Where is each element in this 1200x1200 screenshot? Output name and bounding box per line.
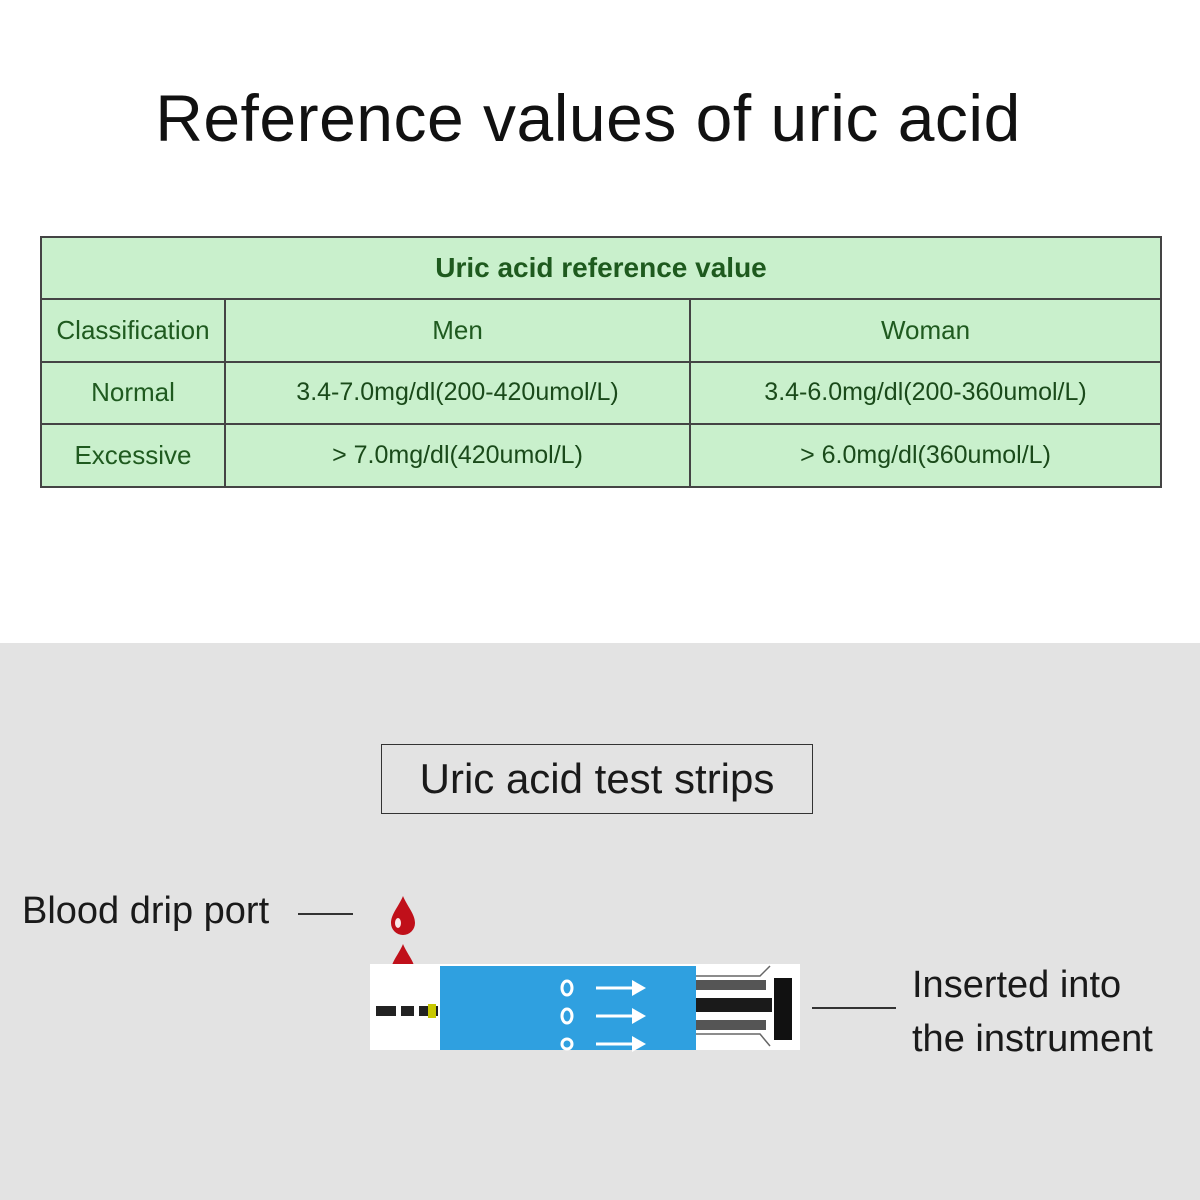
cell-normal-men: 3.4-7.0mg/dl(200-420umol/L) xyxy=(224,360,691,426)
cell-excessive-woman: > 6.0mg/dl(360umol/L) xyxy=(689,423,1162,488)
blood-drip-port-label: Blood drip port xyxy=(22,890,270,932)
table-caption: Uric acid reference value xyxy=(40,236,1162,300)
row-label-excessive: Excessive xyxy=(40,423,226,488)
bottom-section xyxy=(0,643,1200,1200)
strip-section-title: Uric acid test strips xyxy=(381,744,813,814)
header-woman: Woman xyxy=(689,298,1162,363)
header-classification: Classification xyxy=(40,298,226,363)
cell-normal-woman: 3.4-6.0mg/dl(200-360umol/L) xyxy=(689,360,1162,426)
right-callout-line xyxy=(812,1007,896,1009)
test-strip-image xyxy=(370,964,800,1052)
table-row: Excessive > 7.0mg/dl(420umol/L) > 6.0mg/… xyxy=(40,423,1162,488)
row-label-normal: Normal xyxy=(40,360,226,426)
left-callout-line xyxy=(298,913,353,915)
page-title: Reference values of uric acid xyxy=(155,81,1021,155)
table-header-row: Classification Men Woman xyxy=(40,298,1162,363)
reference-table: Uric acid reference value Classification… xyxy=(40,236,1162,488)
header-men: Men xyxy=(224,298,691,363)
inserted-label-line2: the instrument xyxy=(912,1018,1153,1060)
top-section: Reference values of uric acid Uric acid … xyxy=(40,81,1162,488)
table-row: Normal 3.4-7.0mg/dl(200-420umol/L) 3.4-6… xyxy=(40,360,1162,426)
blood-drop-icon xyxy=(391,896,415,935)
cell-excessive-men: > 7.0mg/dl(420umol/L) xyxy=(224,423,691,488)
inserted-label-line1: Inserted into xyxy=(912,964,1122,1006)
inserted-into-instrument-label: Inserted into the instrument xyxy=(912,958,1153,1066)
